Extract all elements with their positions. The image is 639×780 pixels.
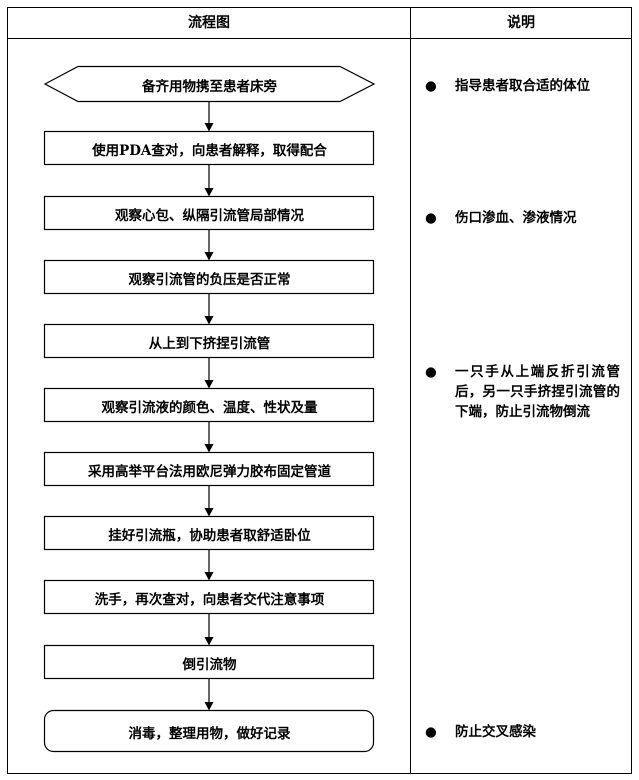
note-bullet: ● [425, 210, 437, 226]
step-box-9 [43, 579, 375, 615]
step-box-4 [43, 259, 375, 295]
step-8-text: 挂好引流瓶，协助患者取舒适卧位 [108, 528, 311, 544]
step-5-text: 从上到下挤捏引流管 [148, 336, 271, 352]
note-3-text: 一只手从上端反折引流管后，另一只手挤捏引流管的下端，防止引流物倒流 [455, 364, 620, 420]
note-4-text: 防止交叉感染 [455, 724, 536, 740]
note-bullet: ● [425, 78, 437, 94]
note-3: ● 一只手从上端反折引流管后，另一只手挤捏引流管的下端，防止引流物倒流 [425, 362, 625, 446]
step-9-text: 洗手，再次查对，向患者交代注意事项 [94, 592, 325, 608]
step-box-6 [43, 387, 375, 423]
note-1-text: 指导患者取合适的体位 [455, 78, 590, 94]
step-box-2 [43, 130, 375, 166]
header-notes: 说明 [507, 15, 535, 31]
step-box-10 [43, 644, 375, 680]
step-1-text: 备齐用物携至患者床旁 [142, 79, 277, 95]
step-box-3 [43, 195, 375, 231]
step-box-7 [43, 451, 375, 487]
note-2: ● 伤口渗血、渗液情况 [425, 208, 625, 228]
note-bullet: ● [425, 724, 437, 740]
connectors [204, 102, 214, 711]
step-2-text: 使用PDA查对，向患者解释，取得配合 [92, 143, 327, 159]
step-10-text: 倒引流物 [182, 657, 237, 673]
step-box-8 [43, 515, 375, 551]
header-flowchart: 流程图 [188, 15, 230, 31]
note-1: ● 指导患者取合适的体位 [425, 76, 625, 96]
note-4: ● 防止交叉感染 [425, 722, 625, 742]
step-3-text: 观察心包、纵隔引流管局部情况 [115, 208, 304, 224]
step-7-text: 采用高举平台法用欧尼弹力胶布固定管道 [88, 464, 331, 480]
note-2-text: 伤口渗血、渗液情况 [455, 210, 577, 226]
step-4-text: 观察引流管的负压是否正常 [128, 272, 291, 288]
note-bullet: ● [425, 364, 437, 380]
start-hexagon [43, 65, 376, 103]
table-border [7, 7, 632, 774]
step-6-text: 观察引流液的颜色、温度、性状及量 [101, 400, 318, 416]
step-11-text: 消毒，整理用物，做好记录 [128, 726, 291, 742]
